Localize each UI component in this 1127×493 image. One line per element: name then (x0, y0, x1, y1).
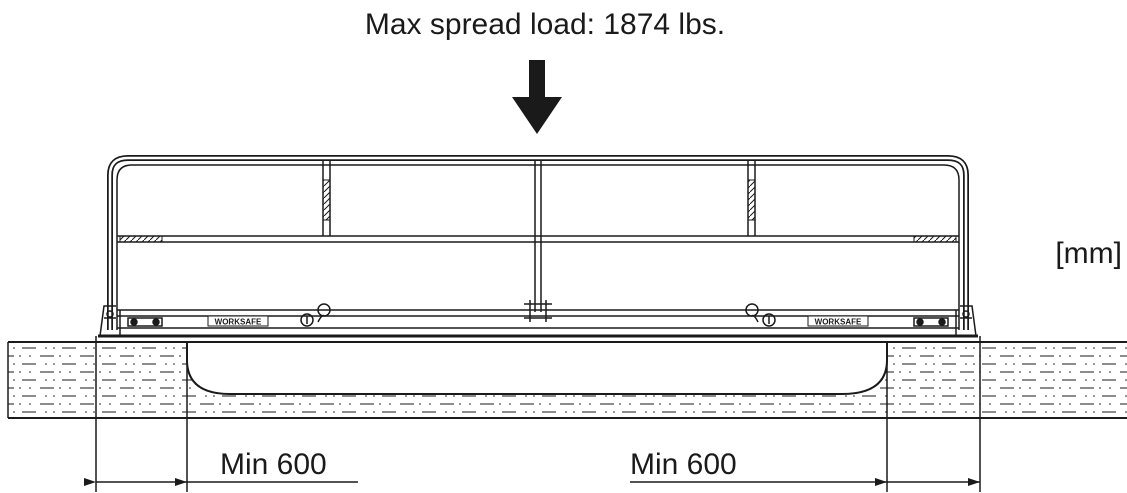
brand-plate-left: WORKSAFE (207, 315, 269, 327)
grip-pads (119, 179, 957, 243)
load-label: Max spread load: 1874 lbs. (365, 8, 725, 41)
brand-label-right: WORKSAFE (815, 318, 862, 327)
dimension-lines (95, 336, 981, 492)
down-arrow-icon (512, 60, 562, 134)
unit-label: [mm] (1055, 237, 1122, 270)
base-brackets (99, 300, 977, 337)
dimension-left: Min 600 (84, 448, 358, 486)
roof-slab (7, 341, 1127, 419)
brand-label-left: WORKSAFE (215, 318, 262, 327)
brand-plate-right: WORKSAFE (807, 315, 869, 327)
dimension-left-label: Min 600 (220, 448, 327, 481)
guardrail-frame (98, 155, 978, 338)
dimension-right: Min 600 (630, 448, 980, 486)
dimension-right-label: Min 600 (630, 448, 737, 481)
